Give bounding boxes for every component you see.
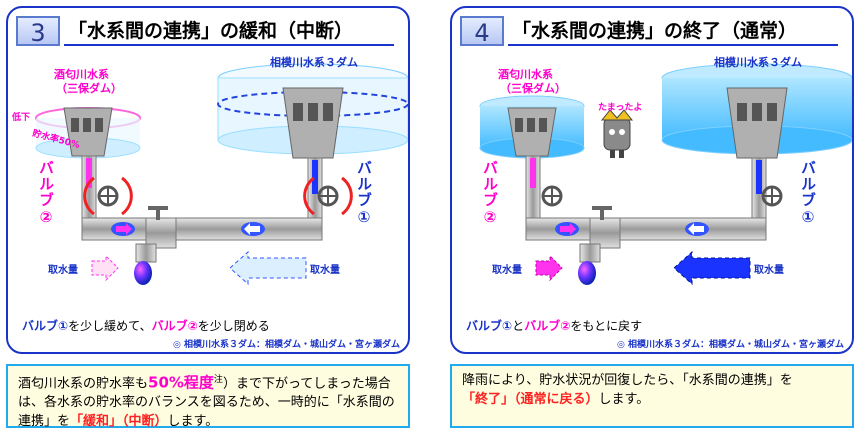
panel-caption: バルブ①を少し緩めて、バルブ②を少し閉める [22,317,270,334]
credit-line: ◎ 相模川水系３ダム：相模ダム・城山ダム・宮ヶ瀬ダム [173,337,400,350]
big-dam-name: 相模川水系３ダム [270,54,358,70]
caption-valve2: バルブ② [524,319,570,333]
valve-2-label: バルブ② [480,160,501,227]
note3-footnote-mark: 注 [214,375,223,385]
intake-arrow-left [92,256,118,280]
panel-4: 4 「水系間の連携」の終了（通常） [450,6,854,354]
big-dam-name: 相模川水系３ダム [714,54,802,70]
panel-3: 3 「水系間の連携」の緩和（中断） [6,6,410,354]
note4-text1: 降雨により、貯水状況が回復したら、「水系間の連携」を [462,373,793,388]
panel-title: 「水系間の連携」の緩和（中断） [68,16,353,43]
valve-1-label: バルブ① [798,160,819,227]
intake-label-right: 取水量 [754,261,784,276]
small-dam [480,96,584,158]
intake-label-right: 取水量 [310,261,340,276]
intake-arrow-right [674,252,750,284]
intake-label-left: 取水量 [48,261,78,276]
caption-text1: を少し緩めて、 [68,319,151,333]
flow-arrow-left [685,222,709,236]
panel-number: 3 [16,16,60,46]
caption-valve2: バルブ② [152,319,198,333]
panel-caption: バルブ①とバルブ②をもとに戻す [466,317,642,334]
caption-text2: を少し閉める [198,319,270,333]
note3-emphasis: 「緩和」（中断） [70,414,168,429]
flow-arrow-right [111,222,135,236]
small-dam-subname: （三保ダム） [56,80,122,96]
flow-arrow-right [555,222,579,236]
note-box-4: 降雨により、貯水状況が回復したら、「水系間の連携」を「終了」（通常に戻る）します… [450,364,854,428]
big-dam [662,64,852,158]
caption-valve1: バルブ① [22,319,68,333]
valve-2-wheel[interactable] [543,187,561,205]
note4-paren: （通常に戻る） [514,392,599,407]
small-dam-subname: （三保ダム） [500,80,566,96]
caption-text1: と [512,319,524,333]
credit-line: ◎ 相模川水系３ダム：相模ダム・城山ダム・宮ヶ瀬ダム [617,337,844,350]
mascot-speech: たまったよ [598,100,642,113]
note-box-3: 酒匂川水系の貯水率も50%程度注）まで下がってしまった場合は、各水系の貯水率のバ… [6,364,410,428]
caption-valve1: バルブ① [466,319,512,333]
lower-label: 低下 [12,110,30,123]
flow-arrow-left [241,222,265,236]
valve-1-wheel[interactable] [763,187,781,205]
intake-arrow-right [230,252,306,284]
valve-2-label: バルブ② [36,160,57,227]
valve-1-label: バルブ① [354,160,375,227]
note4-text3: します。 [599,392,650,407]
mascot-icon [602,110,632,158]
panel-number: 4 [460,16,504,46]
big-dam [218,64,408,158]
note4-emphasis: 「終了」 [462,392,514,407]
note3-text3: します。 [168,414,219,429]
panel-title: 「水系間の連携」の終了（通常） [512,16,797,43]
intake-label-left: 取水量 [492,261,522,276]
note3-percent: 50%程度 [148,373,214,391]
note3-text1: 酒匂川水系の貯水率も [18,376,148,391]
intake-arrow-left [536,256,562,280]
caption-text2: をもとに戻す [570,319,642,333]
